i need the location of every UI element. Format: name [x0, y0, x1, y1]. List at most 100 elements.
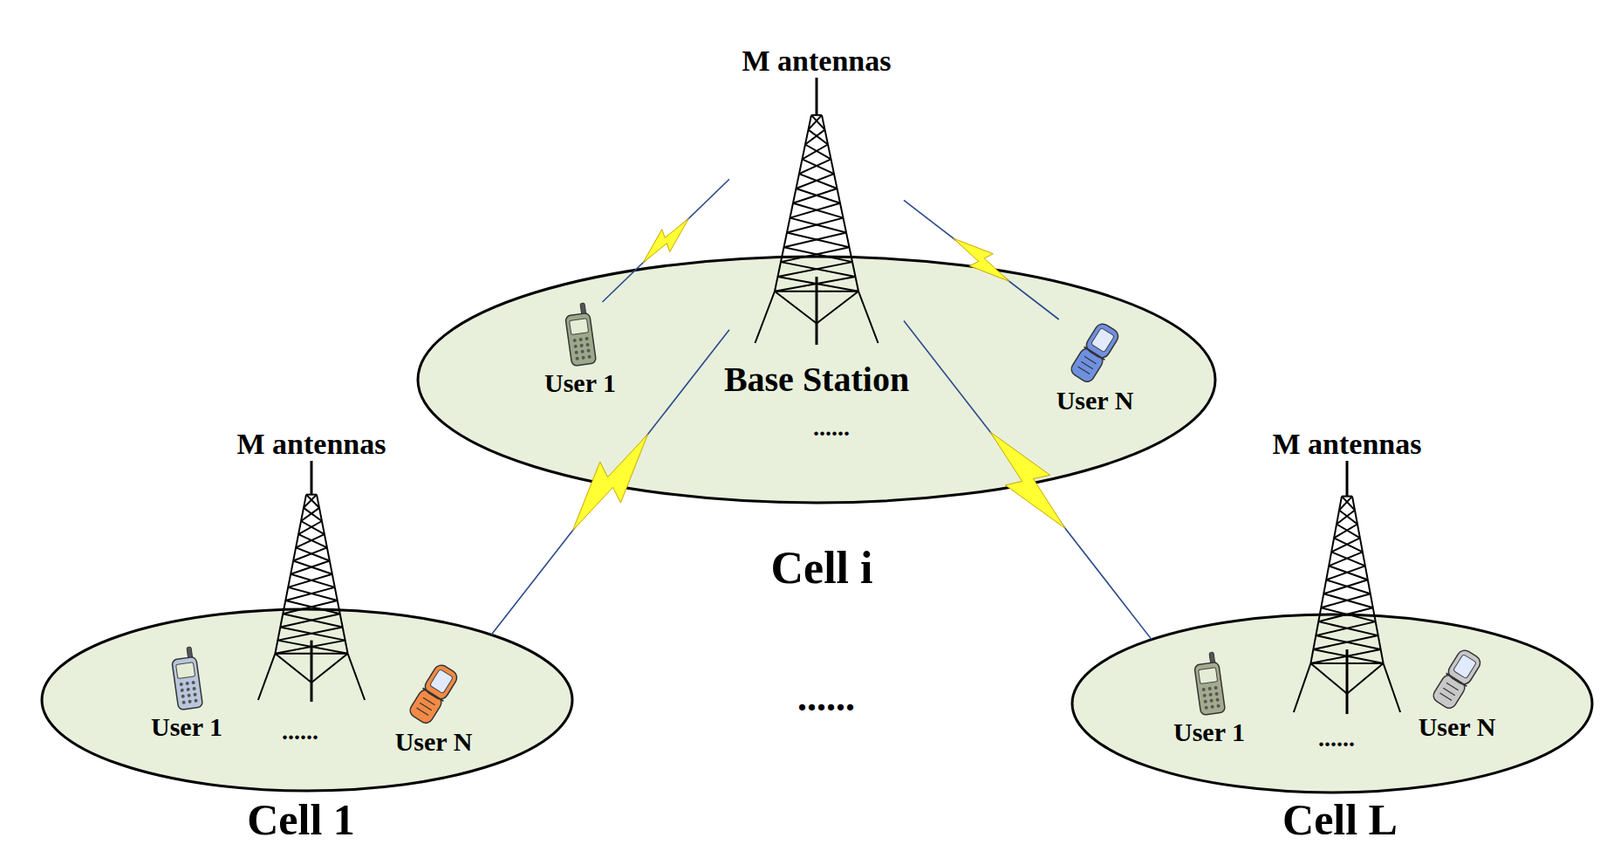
cell-name: Cell 1 — [246, 794, 356, 846]
tower-brace — [306, 494, 320, 508]
text-holder: Cell L — [1282, 794, 1398, 846]
cell-ellipse — [417, 256, 1216, 503]
antenna-label: M antennas — [729, 43, 904, 78]
phone-icon — [555, 301, 605, 369]
tower-brace — [293, 547, 328, 561]
phone-key — [179, 688, 185, 693]
tower-pole — [1346, 649, 1349, 714]
tower-brace — [802, 158, 835, 174]
tower-brace — [300, 520, 325, 534]
phone-key — [191, 686, 197, 691]
phone-key — [1446, 682, 1459, 690]
user-label: User N — [1047, 385, 1143, 417]
tower-brace — [802, 144, 829, 160]
phone-screen — [176, 662, 196, 679]
cell-ellipse — [1072, 614, 1593, 793]
phone-key — [179, 682, 185, 687]
tower-brace — [799, 158, 832, 174]
tower-brace — [805, 144, 832, 160]
cell-text: Base Station — [724, 359, 910, 400]
text-holder: ...... — [813, 413, 850, 442]
tower-brace — [1339, 510, 1358, 525]
phone-key — [423, 697, 436, 705]
phone-key — [193, 698, 199, 704]
phone-key — [1442, 687, 1456, 695]
phone-key — [192, 692, 198, 698]
phone-key — [585, 342, 590, 348]
cell-name: Cell L — [1282, 794, 1398, 846]
tower-icon — [254, 460, 369, 702]
antenna-mast — [1346, 460, 1349, 497]
phone-screen — [1091, 327, 1115, 352]
phone-icon — [1184, 650, 1234, 718]
phone-key — [1202, 687, 1207, 692]
tower-pole — [310, 640, 314, 702]
phone-key — [1203, 704, 1209, 710]
tower-brace — [295, 547, 330, 561]
tower-brace — [1328, 551, 1363, 566]
user-label: User N — [1409, 711, 1505, 743]
phone-key — [187, 698, 192, 704]
tower-brace — [303, 494, 317, 508]
phone-key — [1208, 692, 1213, 698]
phone-key — [1084, 355, 1097, 363]
tower-brace — [287, 574, 333, 588]
antenna-label: M antennas — [1264, 426, 1431, 461]
phone-key — [1203, 699, 1208, 705]
cell-text: ...... — [1318, 724, 1355, 753]
tower-brace — [1336, 524, 1361, 539]
phone-key — [573, 344, 578, 349]
antenna-label: M antennas — [228, 426, 396, 461]
text-holder: Base Station — [724, 359, 910, 400]
user-label: User 1 — [142, 711, 232, 743]
lightning-bolt — [642, 218, 689, 263]
phone-key — [574, 350, 579, 356]
cell-text: ...... — [813, 413, 850, 442]
phone-key — [416, 707, 429, 715]
cell-text: ...... — [281, 717, 319, 746]
phone-key — [1214, 691, 1219, 697]
phone-key — [579, 343, 584, 349]
tower-brace — [1339, 496, 1353, 511]
tower-brace — [295, 533, 325, 548]
tower-brace — [786, 218, 844, 233]
tower-brace — [808, 115, 823, 130]
tower-brace — [790, 203, 842, 219]
tower-brace — [799, 173, 838, 189]
tower-brace — [808, 129, 829, 145]
cell-ellipse — [41, 608, 573, 791]
tower-brace — [1336, 510, 1355, 525]
text-holder: ...... — [281, 717, 319, 746]
tower-brace — [1333, 538, 1363, 553]
text-holder: ...... — [797, 676, 855, 721]
tower-brace — [298, 533, 328, 548]
phone-key — [1215, 697, 1220, 703]
user-label: User N — [386, 726, 482, 758]
tower-brace — [298, 520, 322, 534]
phone-key — [186, 693, 192, 698]
text-holder: ...... — [1318, 724, 1355, 753]
phone-screen — [430, 668, 454, 693]
phone-key — [1080, 361, 1094, 369]
tower-brace — [1320, 593, 1371, 608]
phone-key — [581, 355, 586, 360]
phone-icon — [1432, 645, 1482, 712]
tower-brace — [784, 232, 848, 248]
tower-icon — [751, 77, 883, 345]
tower-brace — [811, 115, 826, 130]
phone-key — [1210, 704, 1215, 709]
phone-icon — [1070, 319, 1120, 386]
phone-key — [191, 680, 196, 685]
phone-screen — [569, 318, 589, 336]
phone-key — [180, 694, 185, 699]
tower-brace — [285, 587, 336, 601]
tower-brace — [1326, 565, 1366, 580]
phone-key — [1202, 693, 1207, 698]
phone-key — [1439, 692, 1452, 700]
phone-key — [1216, 704, 1221, 709]
text-holder: Cell 1 — [246, 794, 356, 846]
tower-brace — [300, 507, 320, 521]
tower-pole — [815, 276, 819, 345]
phone-screen — [1453, 653, 1477, 678]
